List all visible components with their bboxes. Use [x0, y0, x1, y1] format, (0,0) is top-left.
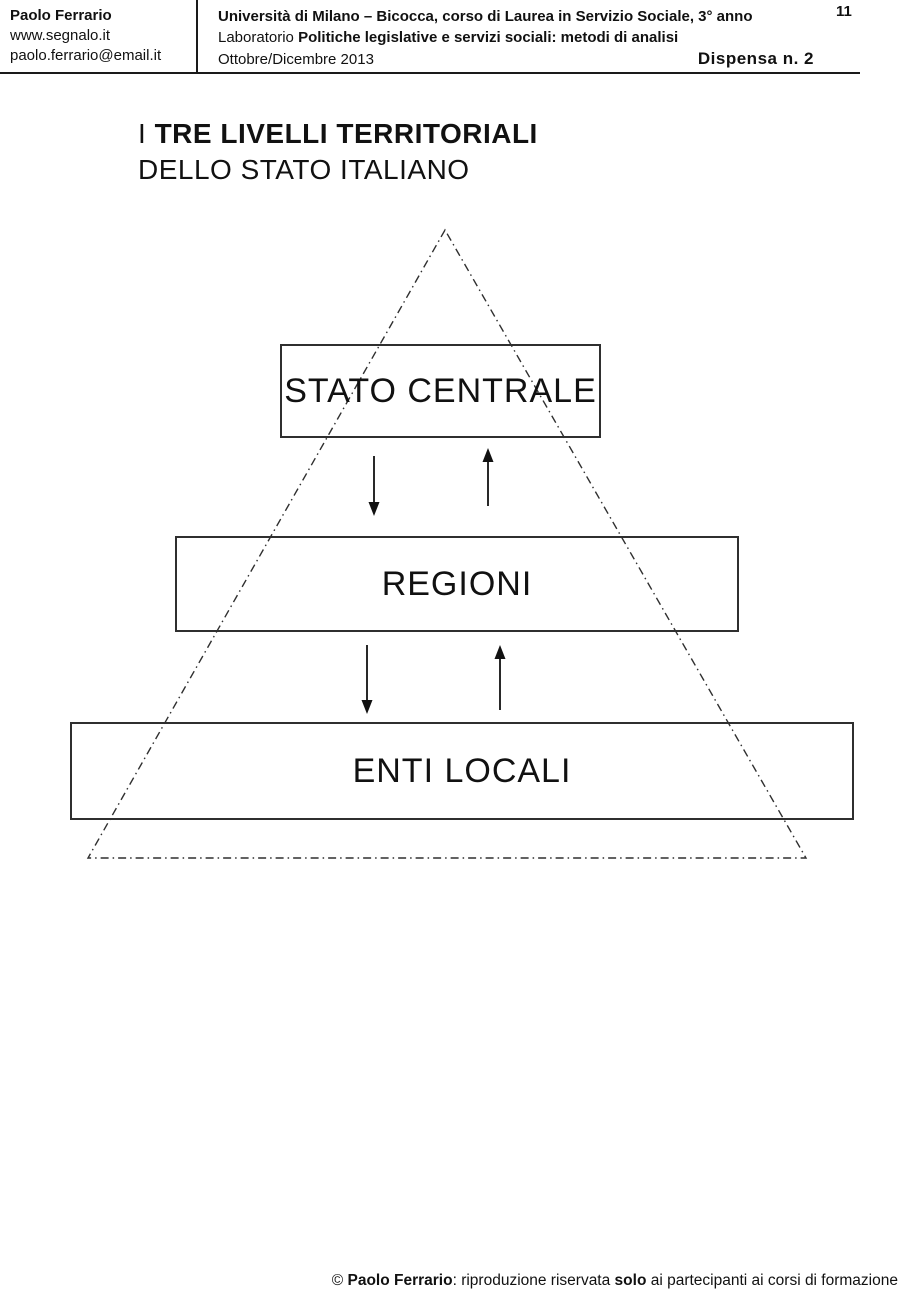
page-title-line2: DELLO STATO ITALIANO: [138, 154, 470, 185]
course-lab-subject: Politiche legislative e servizi sociali:…: [298, 29, 679, 46]
footer-middle-text: : riproduzione riservata: [452, 1272, 615, 1289]
footer-suffix-text: ai partecipanti ai corsi di formazione: [646, 1272, 898, 1289]
arrow-up-icon: [494, 645, 506, 710]
level-box-stato-centrale: STATO CENTRALE: [280, 344, 601, 438]
page-title-line1: I TRE LIVELLI TERRITORIALI: [138, 116, 538, 152]
header-author-block: Paolo Ferrario www.segnalo.it paolo.ferr…: [10, 6, 161, 66]
footer-author: Paolo Ferrario: [347, 1272, 453, 1289]
level-box-regioni: REGIONI: [175, 536, 739, 632]
level-label: STATO CENTRALE: [284, 371, 597, 410]
course-date-line: Ottobre/Dicembre 2013 Dispensa n. 2: [218, 48, 814, 70]
arrow-down-icon: [361, 645, 373, 714]
level-box-enti-locali: ENTI LOCALI: [70, 722, 854, 820]
level-label: ENTI LOCALI: [352, 751, 572, 790]
footer-emphasis: solo: [614, 1272, 647, 1289]
arrow-down-icon: [368, 456, 380, 516]
header-rule: [0, 72, 860, 74]
header-course-block: Università di Milano – Bicocca, corso di…: [218, 6, 814, 70]
author-name: Paolo Ferrario: [10, 7, 112, 24]
arrow-up-icon: [482, 448, 494, 506]
page-number: 11: [836, 3, 852, 20]
course-lab-line: Laboratorio Politiche legislative e serv…: [218, 27, 814, 48]
page-title: I TRE LIVELLI TERRITORIALI DELLO STATO I…: [138, 116, 538, 188]
dispensa-label: Dispensa n. 2: [697, 49, 814, 68]
author-website: www.segnalo.it: [10, 27, 111, 44]
author-email: paolo.ferrario@email.it: [10, 47, 162, 64]
header-vertical-divider: [196, 0, 198, 73]
course-lab-prefix: Laboratorio: [218, 29, 299, 46]
course-period: Ottobre/Dicembre 2013: [218, 51, 374, 68]
level-label: REGIONI: [381, 564, 533, 603]
course-title: Università di Milano – Bicocca, corso di…: [218, 8, 753, 25]
page-title-line1-regular: I: [138, 118, 155, 149]
footer-copyright-symbol: ©: [331, 1272, 348, 1289]
copyright-footer: © Paolo Ferrario: riproduzione riservata…: [332, 1272, 898, 1290]
page-title-line1-bold: TRE LIVELLI TERRITORIALI: [154, 118, 538, 149]
